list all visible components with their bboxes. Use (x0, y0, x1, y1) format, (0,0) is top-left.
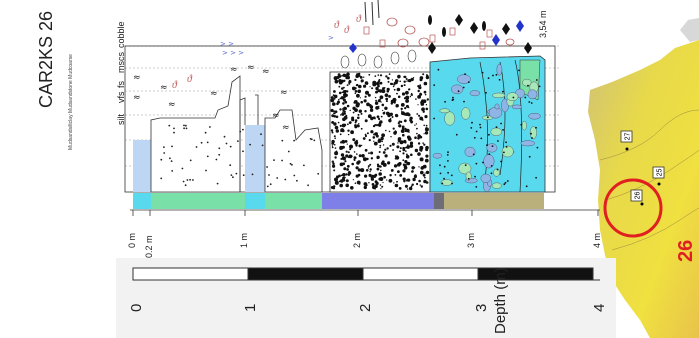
grain-label-cobble: cobble (116, 21, 126, 48)
scale-number-3: 3 (473, 303, 490, 312)
svg-text:ϑ: ϑ (187, 74, 193, 85)
site-highlight-circle (603, 178, 663, 238)
grain-label-fs: fs (116, 80, 126, 88)
grey-terrain (680, 18, 699, 42)
map-site-label: 26 (675, 240, 697, 262)
depth-tick-0-2: 0.2 m (144, 235, 154, 258)
unit-bar-6 (434, 193, 444, 209)
unit-bar-2 (151, 193, 245, 209)
gravel-dots (330, 72, 430, 191)
unit-bar-1 (133, 193, 151, 209)
sediment-code-labels: Mudsandsiltclay Mudsandstone Mudcoarse (68, 54, 74, 150)
depth-tick-3: 3 m (466, 232, 476, 248)
top-elevation-label: 3,54 m (538, 10, 548, 38)
svg-text:≈: ≈ (282, 123, 290, 133)
depth-axis (130, 209, 600, 216)
svg-text:≈: ≈ (210, 89, 218, 99)
sand-dots (160, 124, 320, 188)
unit-color-bar (133, 193, 544, 209)
scale-axis-label: Depth (m) (492, 267, 509, 334)
marker-label-26: 26 (635, 192, 642, 200)
svg-text:≈: ≈ (280, 88, 288, 98)
svg-text:≈: ≈ (262, 67, 270, 77)
depth-tick-1: 1 m (239, 232, 249, 248)
unit-bar-7 (444, 193, 544, 209)
unit-bar-4 (265, 193, 322, 209)
svg-text:≈: ≈ (247, 63, 255, 73)
svg-text:≈: ≈ (160, 83, 168, 93)
lithology-outline-sand-1 (150, 75, 241, 193)
unit-bar-3 (245, 193, 265, 209)
scale-number-4: 4 (591, 303, 608, 312)
surface-symbols: > > > > > > ϑ ϑ ϑ (220, 0, 532, 69)
depth-tick-4: 4 m (592, 232, 602, 248)
lithology-block-silt-1 (133, 140, 151, 192)
svg-text:ϑ: ϑ (356, 14, 362, 25)
marker-label-25: 25 (657, 169, 664, 177)
svg-text:≈: ≈ (133, 73, 141, 83)
svg-text:ϑ: ϑ (172, 80, 178, 91)
grain-label-silt: silt (116, 114, 126, 125)
svg-text:ϑ: ϑ (344, 25, 350, 36)
depth-tick-0: 0 m (127, 232, 137, 248)
scale-number-1: 1 (242, 303, 259, 312)
map-marker-26: 26 (630, 189, 644, 206)
cobble-ovals (432, 63, 541, 192)
svg-text:≈: ≈ (168, 100, 176, 110)
map-marker-27: 27 (620, 130, 633, 151)
scale-number-0: 0 (128, 303, 145, 312)
depth-tick-2: 2 m (352, 232, 362, 248)
svg-text:ϑ: ϑ (334, 20, 340, 31)
lithology-block-silt-2 (245, 125, 265, 192)
wavy-mud-symbols: ≈ ≈ ≈ ≈ ≈ ≈ ≈ ≈ ≈ ≈ ≈ (133, 63, 290, 133)
svg-text:≈: ≈ (133, 93, 141, 103)
svg-text:> >: > > (220, 40, 234, 48)
svg-text:≈: ≈ (272, 111, 280, 121)
svg-text:≈: ≈ (230, 65, 238, 75)
grain-label-vfs: vfs (116, 91, 126, 103)
shell-symbols: ϑ ϑ (172, 74, 193, 91)
marker-label-27: 27 (625, 133, 632, 141)
svg-text:>: > (328, 34, 334, 42)
scale-number-2: 2 (357, 303, 374, 312)
core-title: CAR2KS 26 (36, 10, 56, 108)
svg-text:> > >: > > > (222, 49, 244, 57)
lithology-outline-sand-2 (264, 109, 323, 193)
scale-bar (116, 258, 616, 338)
unit-bar-5 (322, 193, 434, 209)
grain-label-mscs: mscs (116, 52, 126, 73)
core-log: ≈ ≈ ≈ ≈ ≈ ≈ ≈ ≈ ≈ ≈ ≈ ϑ ϑ > > > > > > ϑ … (124, 0, 600, 216)
map-marker-25: 25 (652, 166, 665, 186)
